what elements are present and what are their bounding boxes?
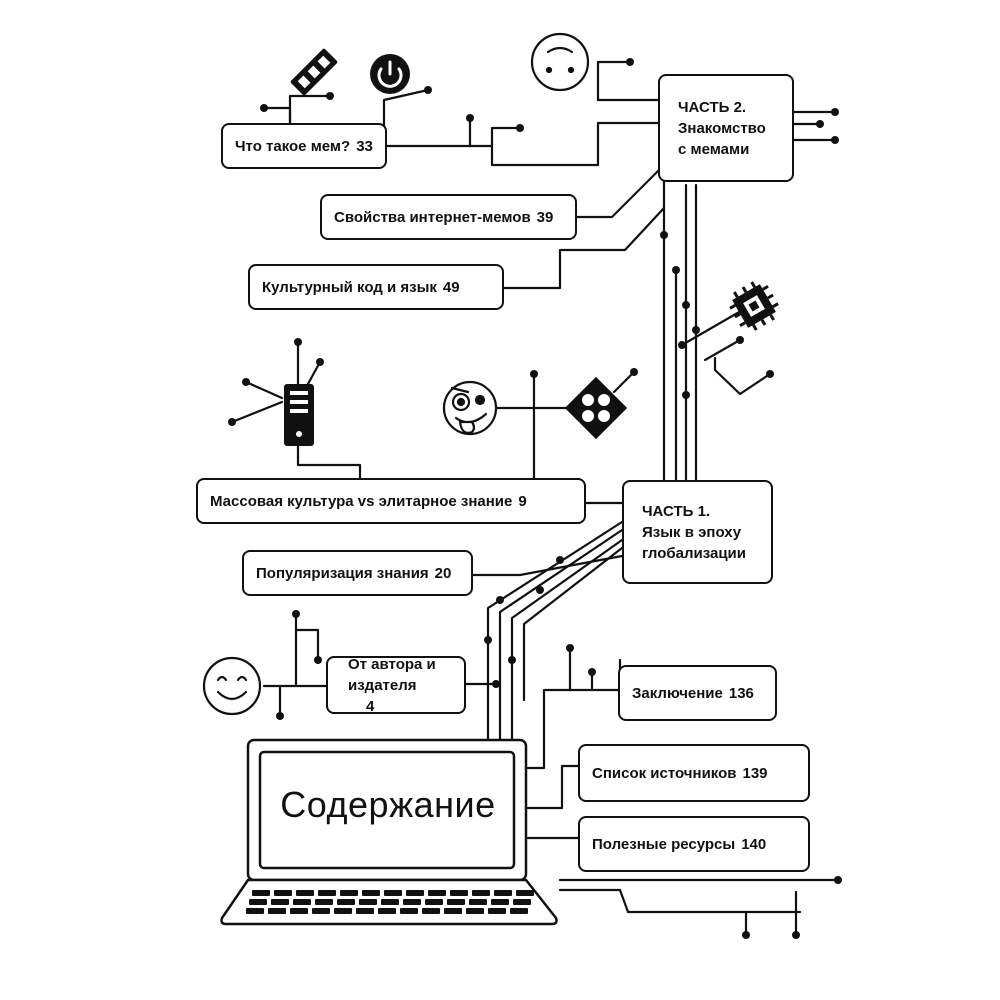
keyboard-key <box>422 908 440 914</box>
keyboard-key <box>268 908 286 914</box>
keyboard-key <box>378 908 396 914</box>
smile-face-icon <box>202 656 262 716</box>
keyboard-key <box>510 908 528 914</box>
chapter-label: Свойства интернет-мемов <box>334 208 531 226</box>
part1-title-line2: глобализации <box>642 544 746 562</box>
chapter-what-is-meme[interactable]: Что такое мем? 33 <box>221 123 387 169</box>
keyboard-key <box>296 890 314 896</box>
keyboard-key <box>472 890 490 896</box>
chapter-popularization[interactable]: Популяризация знания 20 <box>242 550 473 596</box>
chapter-mass-culture[interactable]: Массовая культура vs элитарное знание 9 <box>196 478 586 524</box>
ram-stick-icon <box>290 48 338 96</box>
keyboard-key <box>381 899 399 905</box>
intro-label-line1: От автора и <box>348 655 436 673</box>
part2-title-line2: с мемами <box>678 140 750 158</box>
back-matter-label: Полезные ресурсы <box>592 835 736 853</box>
back-matter-sources[interactable]: Список источников 139 <box>578 744 810 802</box>
keyboard-key <box>403 899 421 905</box>
keyboard-key <box>293 899 311 905</box>
back-matter-resources[interactable]: Полезные ресурсы 140 <box>578 816 810 872</box>
chapter-cultural-code[interactable]: Культурный код и язык 49 <box>248 264 504 310</box>
power-button-icon <box>370 54 410 94</box>
intro-page: 4 <box>366 697 375 715</box>
keyboard-key <box>450 890 468 896</box>
back-matter-label: Заключение <box>632 684 723 702</box>
intro-box[interactable]: От автора и издателя 4 <box>326 655 466 715</box>
chapter-label: Культурный код и язык <box>262 278 437 296</box>
keyboard-key <box>337 899 355 905</box>
keyboard-key <box>384 890 402 896</box>
part2-title-line1: Знакомство <box>678 119 766 137</box>
back-matter-page: 139 <box>742 764 768 782</box>
keyboard-key <box>249 899 267 905</box>
intro-label-line2: издателя <box>348 676 417 694</box>
fan-icon <box>564 376 628 440</box>
keyboard-key <box>246 908 264 914</box>
back-matter-page: 140 <box>741 835 767 853</box>
chapter-page: 49 <box>442 278 460 296</box>
chapter-label: Популяризация знания <box>256 564 429 582</box>
chapter-label: Что такое мем? <box>235 137 351 155</box>
keyboard-key <box>334 908 352 914</box>
keyboard-key <box>359 899 377 905</box>
keyboard-key <box>447 899 465 905</box>
page-title: Содержание <box>280 784 496 825</box>
keyboard-key <box>516 890 534 896</box>
part1-title-line1: Язык в эпоху <box>642 523 742 541</box>
cpu-chip-icon <box>729 281 779 331</box>
keyboard-key <box>428 890 446 896</box>
chapter-page: 9 <box>518 492 527 510</box>
keyboard-key <box>491 899 509 905</box>
keyboard-key <box>274 890 292 896</box>
keyboard-key <box>252 890 270 896</box>
back-matter-page: 136 <box>728 684 754 702</box>
keyboard-key <box>315 899 333 905</box>
part2-heading-box[interactable]: ЧАСТЬ 2. Знакомство с мемами <box>658 74 794 182</box>
keyboard-key <box>271 899 289 905</box>
chapter-internet-meme-properties[interactable]: Свойства интернет-мемов 39 <box>320 194 577 240</box>
keyboard-key <box>513 899 531 905</box>
keyboard-key <box>340 890 358 896</box>
chapter-page: 20 <box>434 564 452 582</box>
crazy-face-icon <box>442 380 498 436</box>
keyboard-key <box>290 908 308 914</box>
keyboard-key <box>318 890 336 896</box>
keyboard-key <box>312 908 330 914</box>
keyboard-key <box>444 908 462 914</box>
keyboard-key <box>494 890 512 896</box>
chapter-page: 39 <box>536 208 554 226</box>
keyboard-key <box>400 908 418 914</box>
keyboard-key <box>356 908 374 914</box>
keyboard-key <box>425 899 443 905</box>
sleepy-face-icon <box>530 32 590 92</box>
keyboard-key <box>488 908 506 914</box>
keyboard-key <box>469 899 487 905</box>
part2-heading: ЧАСТЬ 2. <box>678 98 747 116</box>
keyboard-key <box>466 908 484 914</box>
back-matter-conclusion[interactable]: Заключение 136 <box>618 665 777 721</box>
keyboard-key <box>362 890 380 896</box>
part1-heading: ЧАСТЬ 1. <box>642 502 711 520</box>
back-matter-label: Список источников <box>592 764 737 782</box>
chapter-page: 33 <box>356 137 373 155</box>
laptop-icon <box>220 738 558 926</box>
chapter-label: Массовая культура vs элитарное знание <box>210 492 513 510</box>
keyboard-key <box>406 890 424 896</box>
part1-heading-box[interactable]: ЧАСТЬ 1. Язык в эпоху глобализации <box>622 480 773 584</box>
pc-tower-icon <box>284 384 314 446</box>
